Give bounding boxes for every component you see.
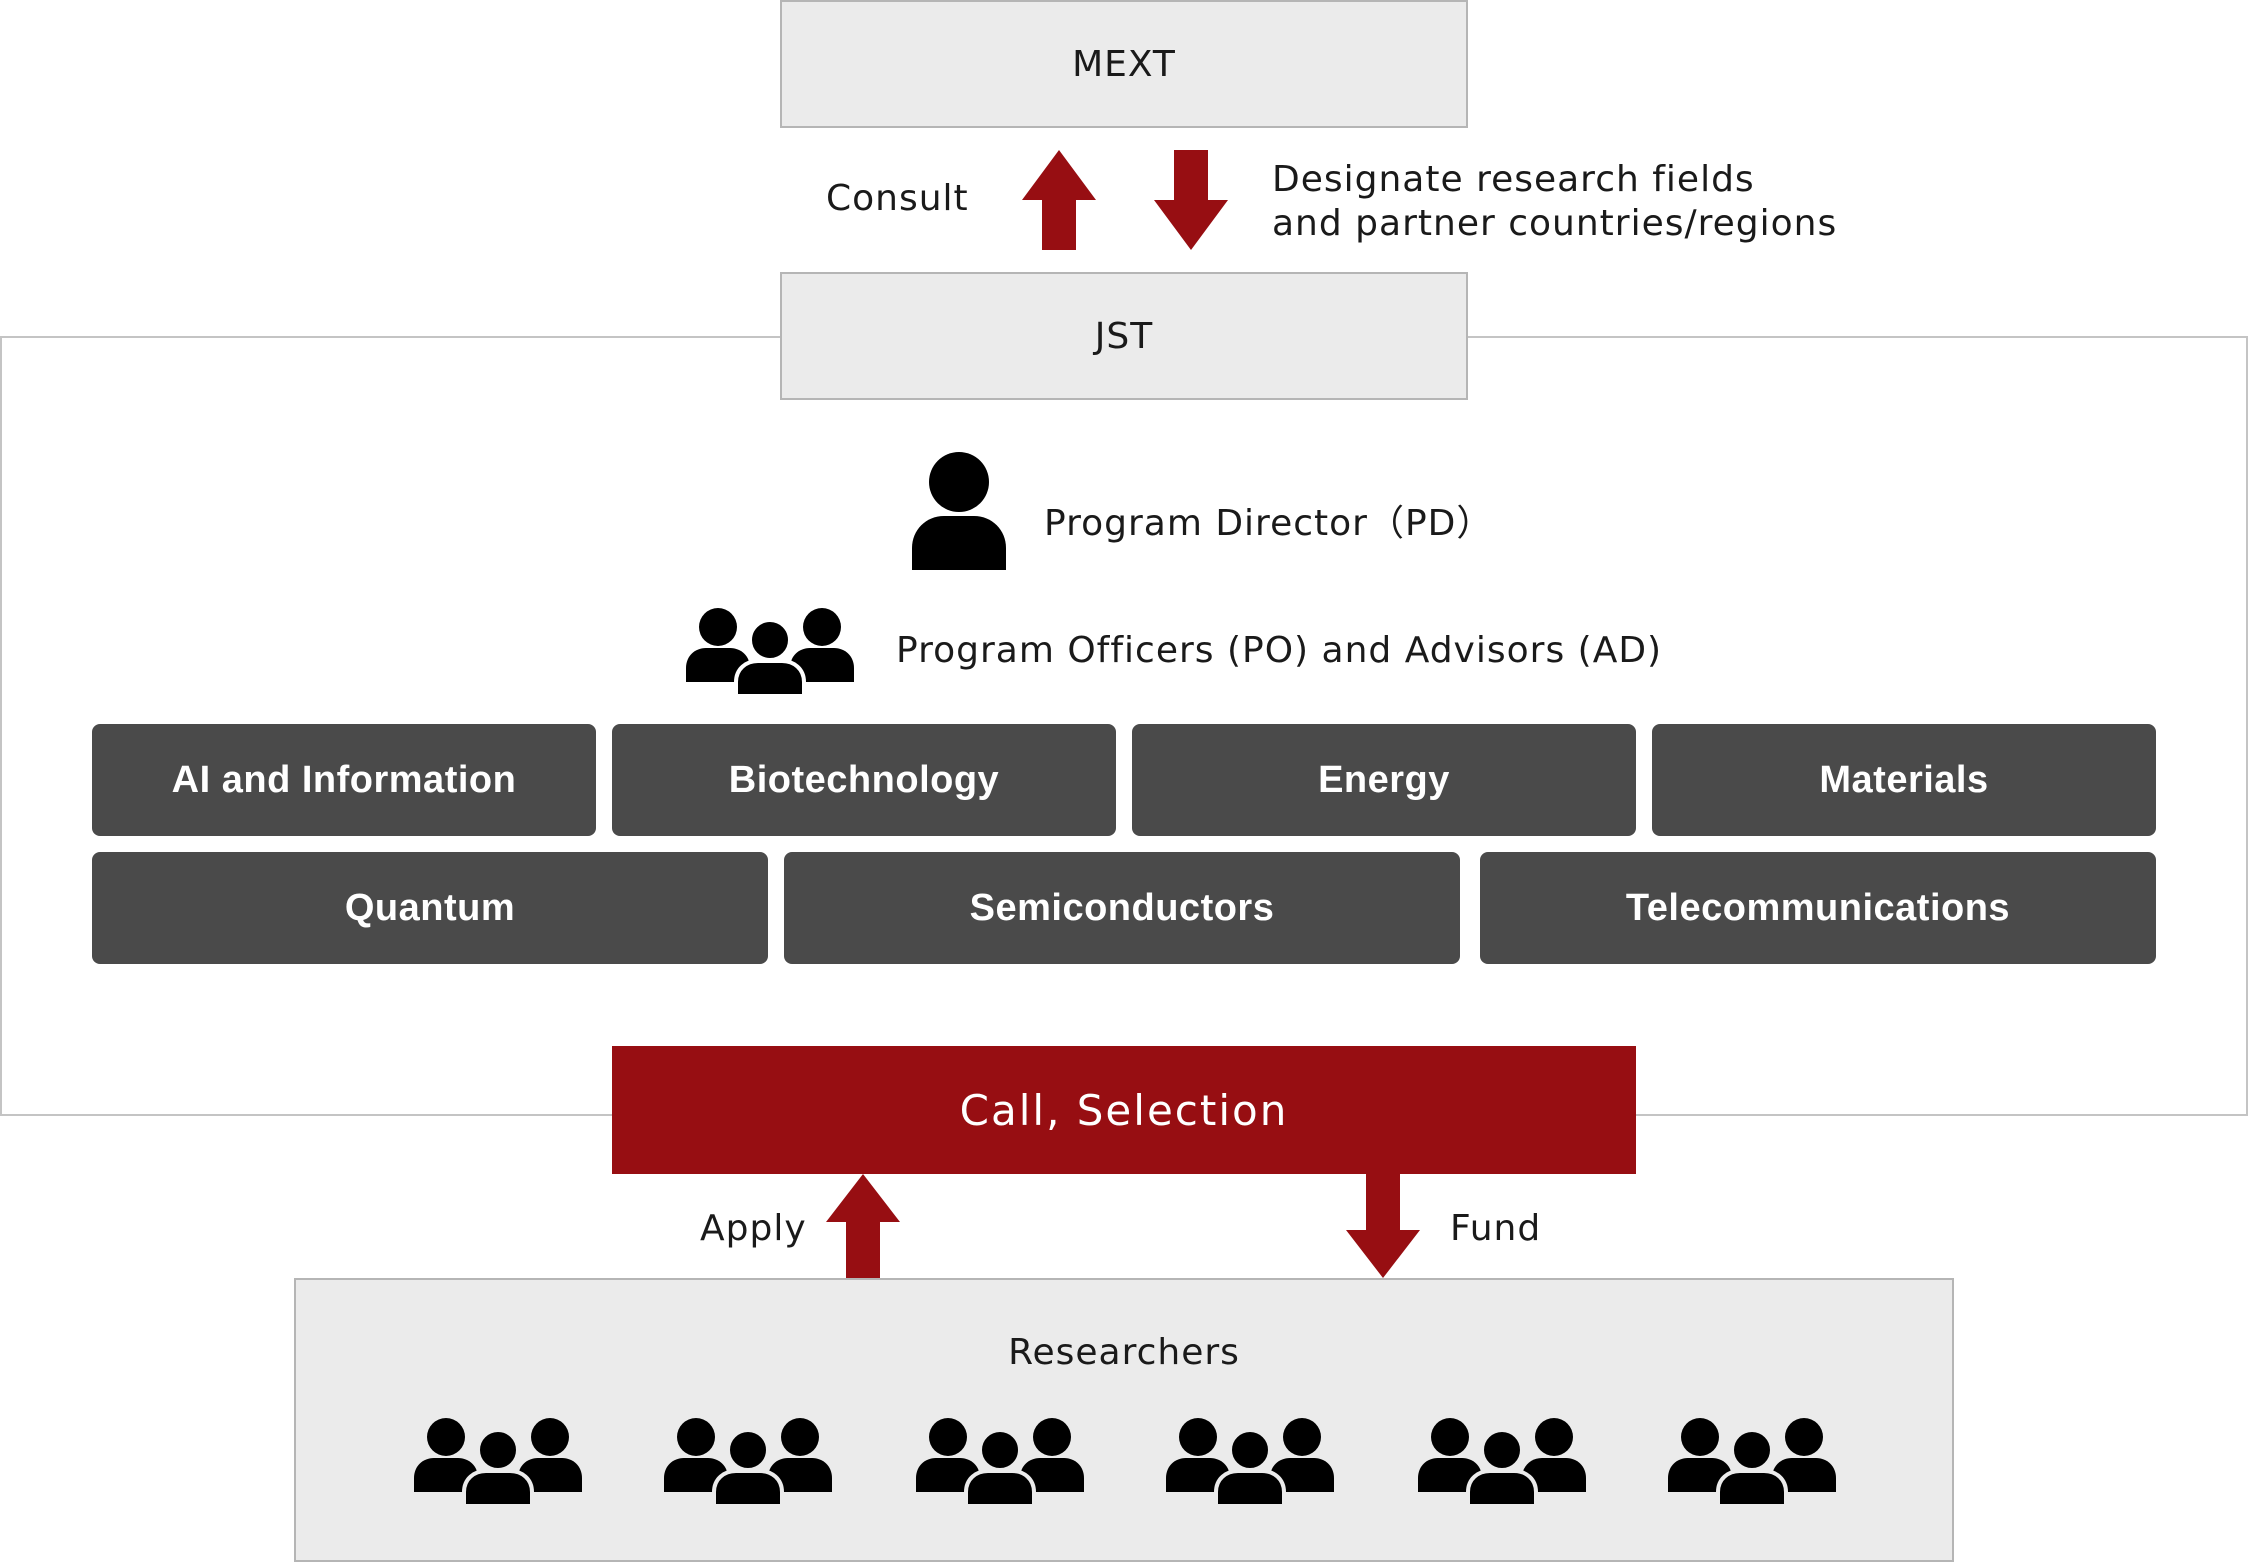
researcher-group-icon <box>1166 1418 1334 1506</box>
mext-label: MEXT <box>1072 43 1176 85</box>
researcher-group-icon <box>664 1418 832 1506</box>
apply-up-arrow-icon <box>826 1174 900 1278</box>
consult-up-arrow-icon <box>1022 150 1096 250</box>
field-ai-information: AI and Information <box>92 724 596 836</box>
apply-label: Apply <box>700 1208 807 1249</box>
jst-box: JST <box>780 272 1468 400</box>
researcher-group-icon <box>916 1418 1084 1506</box>
field-quantum: Quantum <box>92 852 768 964</box>
designate-down-arrow-icon <box>1154 150 1228 250</box>
researcher-groups <box>414 1414 1836 1506</box>
fund-label: Fund <box>1450 1208 1542 1249</box>
field-semiconductors: Semiconductors <box>784 852 1460 964</box>
call-selection-bar: Call, Selection <box>612 1046 1636 1174</box>
field-biotechnology: Biotechnology <box>612 724 1116 836</box>
researchers-box: Researchers <box>294 1278 1954 1562</box>
designate-line-2: and partner countries/regions <box>1272 203 1838 244</box>
consult-label: Consult <box>826 178 969 219</box>
program-director-label: Program Director（PD） <box>1044 503 1494 544</box>
jst-label: JST <box>1094 315 1154 357</box>
designate-label: Designate research fields and partner co… <box>1272 158 1837 246</box>
field-telecommunications: Telecommunications <box>1480 852 2156 964</box>
group-icon <box>686 608 854 696</box>
program-officers-label: Program Officers (PO) and Advisors (AD) <box>896 630 1663 671</box>
designate-line-1: Designate research fields <box>1272 159 1755 200</box>
field-energy: Energy <box>1132 724 1636 836</box>
researcher-group-icon <box>1668 1418 1836 1506</box>
mext-box: MEXT <box>780 0 1468 128</box>
fund-down-arrow-icon <box>1346 1174 1420 1278</box>
person-icon <box>912 452 1006 570</box>
researcher-group-icon <box>414 1418 582 1506</box>
researcher-group-icon <box>1418 1418 1586 1506</box>
researchers-label: Researchers <box>1008 1332 1240 1373</box>
field-materials: Materials <box>1652 724 2156 836</box>
